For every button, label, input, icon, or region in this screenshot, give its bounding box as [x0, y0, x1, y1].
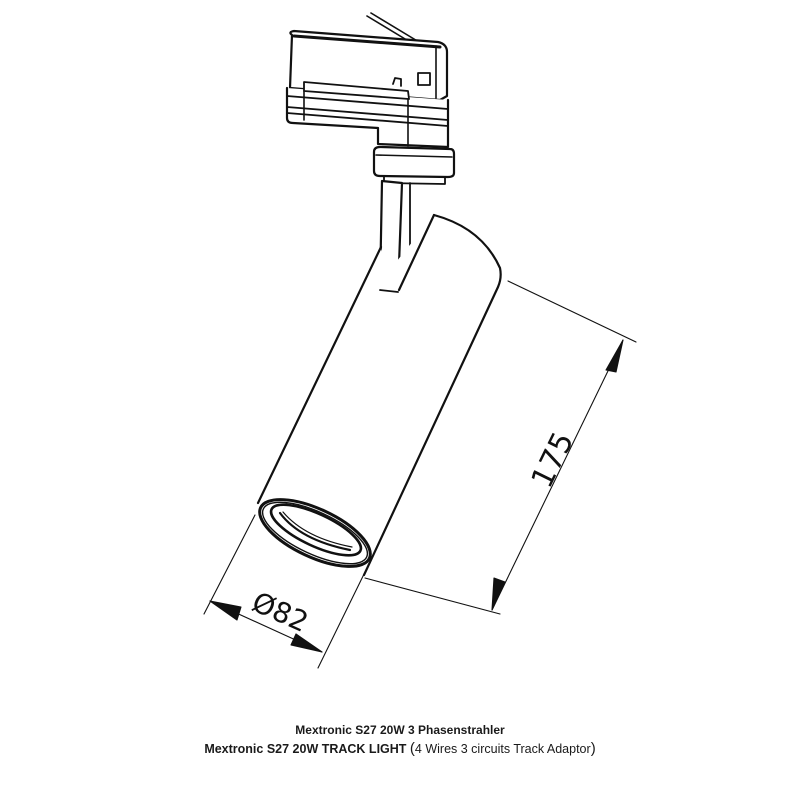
caption-product-name: Mextronic S27 20W TRACK LIGHT — [204, 742, 407, 756]
caption-title-german: Mextronic S27 20W 3 Phasenstrahler — [295, 723, 505, 737]
dimension-diameter — [203, 514, 367, 669]
dimension-length — [364, 280, 637, 615]
track-adaptor — [285, 12, 456, 185]
caption-adaptor-spec: 4 Wires 3 circuits Track Adaptor — [414, 742, 591, 756]
caption-title-english: Mextronic S27 20W TRACK LIGHT (4 Wires 3… — [0, 740, 800, 757]
diameter-dimension-label: Ø82 — [247, 585, 313, 639]
caption-close-paren: ) — [590, 740, 596, 757]
length-dimension-label: 175 — [525, 427, 582, 494]
cylinder-body — [256, 213, 502, 577]
lens-bezel — [258, 498, 372, 568]
caption-open-paren: ( — [409, 740, 415, 757]
